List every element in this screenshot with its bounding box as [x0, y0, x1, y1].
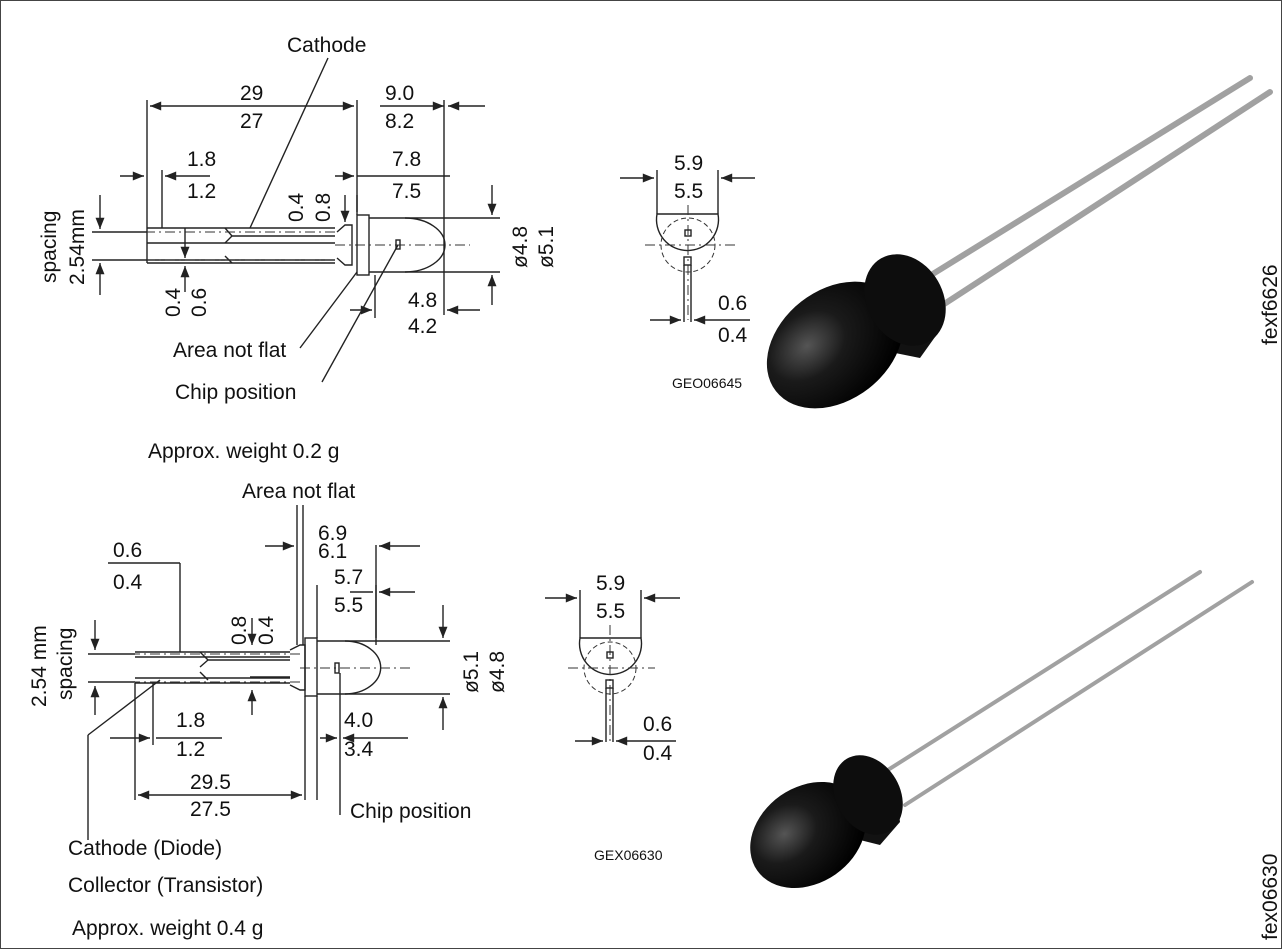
dim-4-8: 4.8 [408, 289, 437, 312]
dim-dia-5-1: ø5.1 [535, 226, 558, 268]
collector-transistor-label: Collector (Transistor) [68, 874, 263, 897]
side-dim-5-9: 5.9 [674, 152, 703, 175]
weight-label: Approx. weight 0.2 g [148, 440, 339, 463]
cathode-label: Cathode [287, 34, 366, 57]
side-dim-5-9-bottom: 5.9 [596, 572, 625, 595]
dim-1-8: 1.8 [187, 148, 216, 171]
drawing-code-bottom: GEX06630 [594, 847, 663, 863]
led-photo-bottom [750, 570, 1254, 889]
spacing-label-bottom: spacing [54, 628, 77, 700]
side-dim-0-6: 0.6 [718, 292, 747, 315]
photo-code-bottom: fex06630 [1259, 854, 1282, 940]
dim-6-9: 6.9 [318, 522, 347, 545]
led-photo-top [766, 75, 1273, 409]
chip-position-label-bottom: Chip position [350, 800, 471, 823]
bottom-end-view [545, 590, 680, 746]
dim-1-2-bottom: 1.2 [176, 738, 205, 761]
dim-0-4-bottom-lead: 0.4 [255, 615, 278, 645]
dim-6-1: 6.1 [318, 540, 347, 563]
drawing-code-top: GEO06645 [672, 375, 742, 391]
weight-label-bottom: Approx. weight 0.4 g [72, 917, 263, 940]
dim-5-7: 5.7 [334, 566, 363, 589]
dim-27-5: 27.5 [190, 798, 231, 821]
area-not-flat-label: Area not flat [173, 339, 286, 362]
dim-0-8-top: 0.8 [312, 193, 335, 222]
dim-dia-4-8-bottom: ø4.8 [486, 651, 509, 693]
dim-3-4: 3.4 [344, 738, 374, 761]
dim-29: 29 [240, 82, 263, 105]
dim-8-2: 8.2 [385, 110, 414, 133]
side-dim-0-4: 0.4 [718, 324, 748, 347]
dim-27: 27 [240, 110, 263, 133]
dim-4-2: 4.2 [408, 315, 437, 338]
top-end-view [620, 170, 755, 325]
dim-0-8-bottom: 0.8 [228, 616, 251, 645]
area-not-flat-label-bottom: Area not flat [242, 480, 355, 503]
spacing-value-bottom: 2.54 mm [28, 625, 51, 707]
cathode-diode-label: Cathode (Diode) [68, 837, 222, 860]
dim-dia-4-8: ø4.8 [509, 226, 532, 268]
dim-29-5: 29.5 [190, 771, 231, 794]
dim-0-4-lead: 0.4 [113, 571, 143, 594]
top-side-drawing [92, 57, 500, 383]
side-dim-0-4-bottom: 0.4 [643, 742, 673, 765]
dim-0-4-top: 0.4 [285, 192, 308, 222]
dim-0-6-bottom: 0.6 [188, 288, 211, 317]
dim-7-5: 7.5 [392, 180, 421, 203]
dim-5-5: 5.5 [334, 594, 363, 617]
dim-4-0: 4.0 [344, 709, 373, 732]
dim-1-2: 1.2 [187, 180, 216, 203]
dim-dia-5-1-bottom: ø5.1 [460, 651, 483, 693]
dim-0-4-bottom: 0.4 [162, 287, 185, 317]
side-dim-5-5-bottom: 5.5 [596, 600, 625, 623]
dim-7-8: 7.8 [392, 148, 421, 171]
dim-0-6-lead: 0.6 [113, 539, 142, 562]
spacing-value: 2.54mm [66, 209, 89, 285]
chip-position-label: Chip position [175, 381, 296, 404]
photo-code-top: fexf6626 [1259, 264, 1282, 345]
spacing-label: spacing [38, 211, 61, 283]
bottom-side-drawing [87, 505, 450, 840]
dim-1-8-bottom: 1.8 [176, 709, 205, 732]
side-dim-0-6-bottom: 0.6 [643, 713, 672, 736]
dim-9-0: 9.0 [385, 82, 414, 105]
side-dim-5-5: 5.5 [674, 180, 703, 203]
